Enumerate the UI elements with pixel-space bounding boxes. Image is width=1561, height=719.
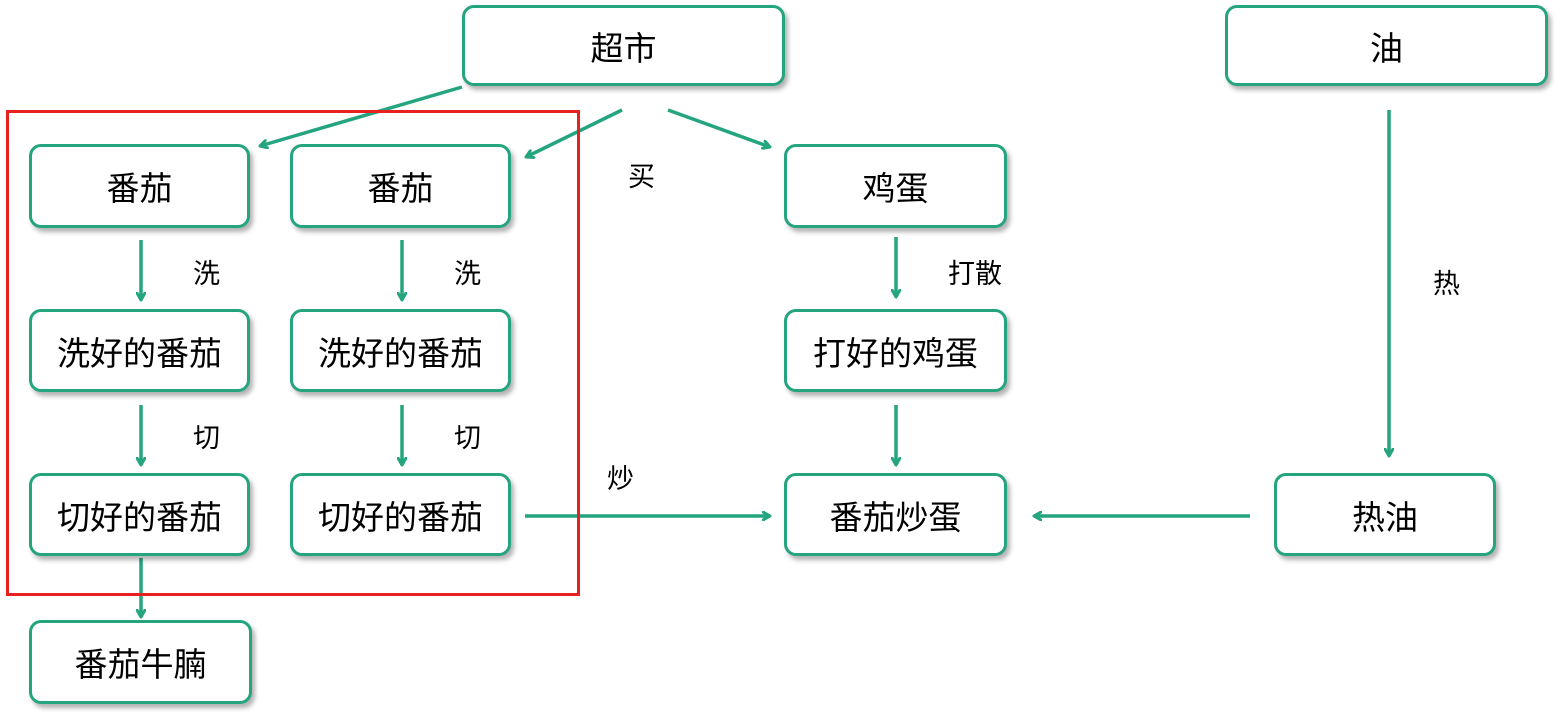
edge-label-wash-1: 洗 [193,259,220,290]
edge-label-heat: 热 [1433,269,1460,300]
node-tomato-1: 番茄 [29,144,250,228]
node-label: 番茄 [367,169,434,208]
node-label: 洗好的番茄 [318,333,483,373]
edge-supermarket-to-egg [667,108,770,147]
node-tomato-egg: 番茄炒蛋 [784,473,1007,556]
node-cut-tomato-1: 切好的番茄 [29,473,250,556]
node-label: 番茄牛腩 [74,645,207,684]
node-label: 切好的番茄 [57,497,222,537]
node-egg: 鸡蛋 [784,144,1007,228]
node-label: 切好的番茄 [318,497,483,537]
node-beaten-egg: 打好的鸡蛋 [784,309,1007,392]
edge-label-wash-2: 洗 [454,259,481,290]
node-label: 番茄 [106,169,173,208]
node-label: 番茄炒蛋 [829,497,962,537]
node-oil: 油 [1225,5,1548,86]
node-label: 热油 [1352,497,1418,537]
edge-label-cut-1: 切 [193,423,220,454]
node-label: 洗好的番茄 [57,333,222,373]
node-washed-tomato-1: 洗好的番茄 [29,309,250,392]
edge-supermarket-to-tomato-1 [260,85,463,146]
edge-label-cut-2: 切 [454,423,481,454]
edge-supermarket-to-tomato-2 [526,108,623,157]
edge-label-stir-fry: 炒 [607,464,634,495]
node-label: 打好的鸡蛋 [813,333,978,373]
node-cut-tomato-2: 切好的番茄 [290,473,511,556]
node-label: 鸡蛋 [862,169,929,208]
node-hot-oil: 热油 [1274,473,1496,556]
node-label: 油 [1370,28,1403,68]
node-washed-tomato-2: 洗好的番茄 [290,309,511,392]
node-tomato-beef: 番茄牛腩 [29,620,252,704]
edge-label-buy: 买 [628,162,655,193]
node-tomato-2: 番茄 [290,144,511,228]
node-label: 超市 [590,28,657,68]
node-supermarket: 超市 [462,5,785,86]
edge-label-beat: 打散 [948,259,1002,290]
highlight-box [6,110,580,596]
